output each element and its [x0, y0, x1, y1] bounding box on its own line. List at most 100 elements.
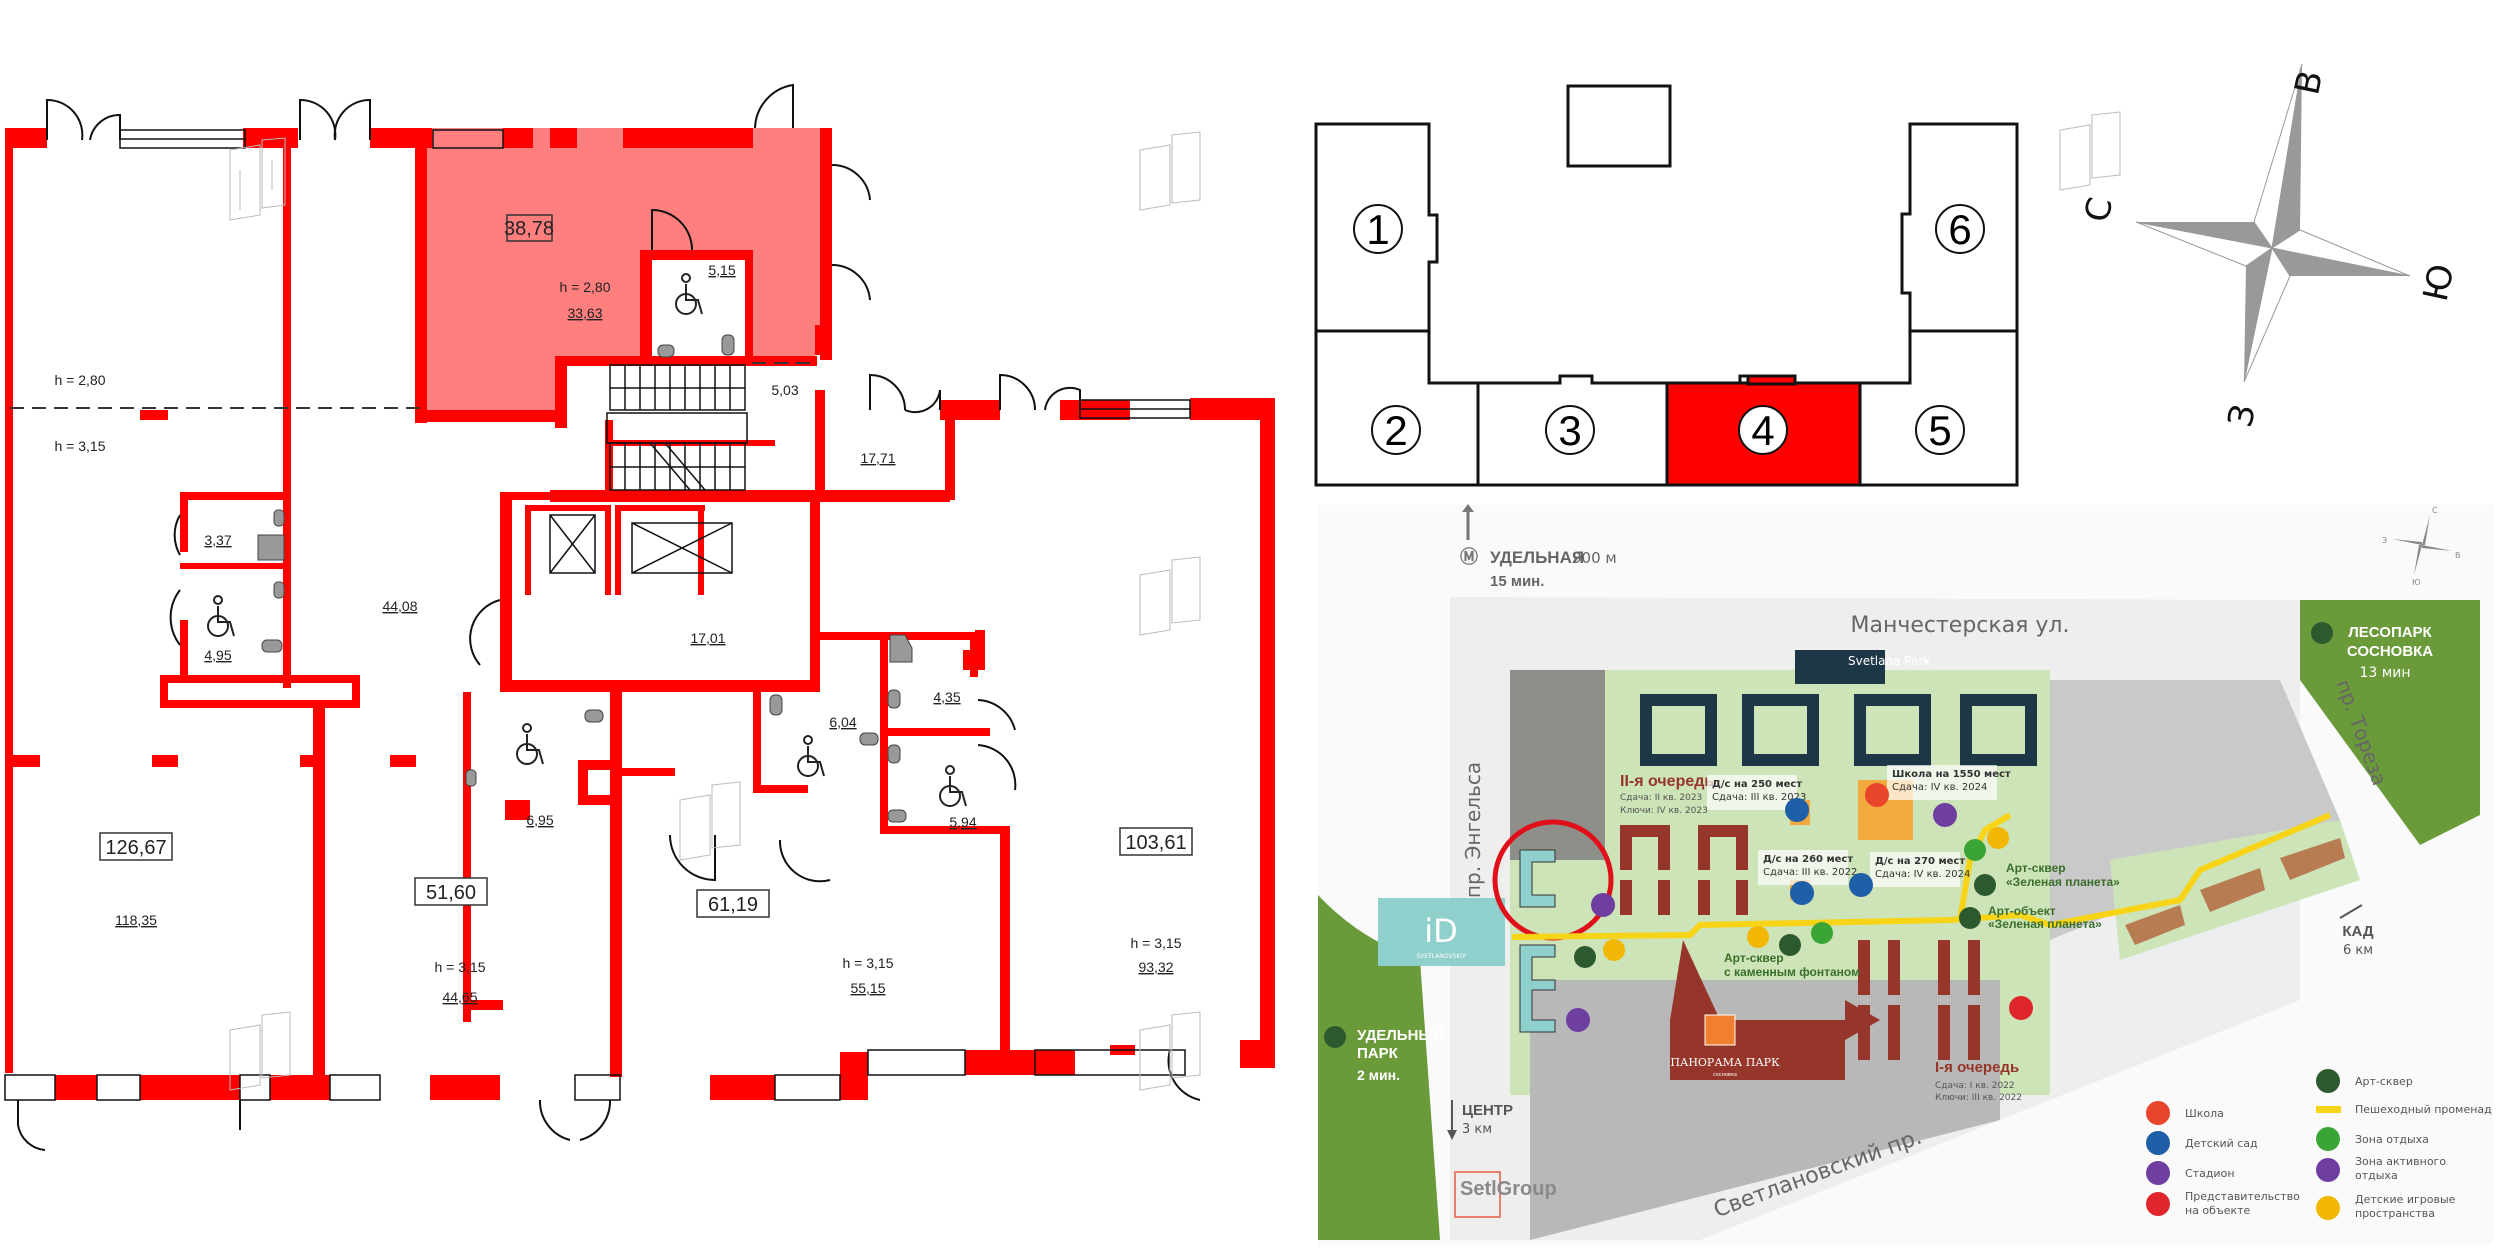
kindergarten-260-date: Сдача: III кв. 2022: [1763, 867, 1857, 878]
svg-text:Детский сад: Детский сад: [2185, 1137, 2258, 1150]
unit-height: h = 3,15: [843, 955, 894, 971]
svg-text:отдыха: отдыха: [2355, 1169, 2398, 1182]
watermark-logo-icon: [229, 111, 2121, 1091]
art-square-icon: [1959, 907, 1981, 929]
section-2[interactable]: 2: [1371, 405, 1421, 455]
promenade-line: [2316, 1106, 2341, 1113]
room-area: 4,95: [204, 647, 231, 663]
windows: [4, 129, 1191, 1101]
rest-zone-icon: [2316, 1127, 2340, 1151]
compass-rose-icon: [2135, 63, 2411, 383]
svg-text:Представительство: Представительство: [2185, 1190, 2300, 1203]
section-6[interactable]: 6: [1935, 204, 1985, 254]
svg-text:3: 3: [1558, 407, 1581, 454]
section-4[interactable]: 4: [1738, 405, 1788, 455]
svg-text:Пешеходный променад: Пешеходный променад: [2355, 1103, 2492, 1116]
kindergarten-icon: [1849, 873, 1873, 897]
room-area: 5,94: [949, 814, 976, 830]
art-square-green-l1: Арт-сквер: [2006, 861, 2066, 875]
svg-text:900 м: 900 м: [1572, 549, 1617, 567]
svg-text:1: 1: [1366, 206, 1389, 253]
svg-text:В: В: [2455, 551, 2461, 560]
svg-text:ПАРК: ПАРК: [1357, 1045, 1399, 1062]
wheelchair-icon: [675, 273, 703, 315]
svg-text:SVETLANOVSKIY: SVETLANOVSKIY: [1416, 953, 1466, 960]
office-icon: [2009, 996, 2033, 1020]
svg-text:II-я очередь: II-я очередь: [1620, 773, 1714, 790]
staircase: [606, 364, 748, 491]
art-square-fountain-l2: с каменным фонтаном: [1724, 965, 1860, 979]
mini-compass-icon: С В Ю З: [2382, 506, 2461, 587]
unit-main-area: 55,15: [850, 980, 885, 996]
street-north: Манчестерская ул.: [1851, 613, 2070, 638]
unit-total-area[interactable]: 51,60: [426, 882, 476, 904]
active-zone-icon: [1566, 1008, 1590, 1032]
wheelchair-icon: [516, 723, 544, 765]
metro-info[interactable]: Ⓜ УДЕЛЬНАЯ 900 м 15 мин.: [1460, 504, 1617, 590]
svg-text:3 км: 3 км: [1462, 1122, 1492, 1137]
unit-total-area[interactable]: 126,67: [105, 837, 166, 859]
svg-text:УДЕЛЬНЫЙ: УДЕЛЬНЫЙ: [1357, 1026, 1444, 1044]
kindergarten-270-title: Д/с на 270 мест: [1875, 856, 1965, 867]
art-object-green-l2: «Зеленая планета»: [1988, 917, 2102, 931]
svg-text:Svetlana Park: Svetlana Park: [1848, 654, 1930, 668]
svg-text:Детские игровые: Детские игровые: [2355, 1193, 2456, 1206]
selected-unit-total-area[interactable]: 38,78: [504, 218, 554, 240]
svg-text:Арт-сквер: Арт-сквер: [2355, 1075, 2413, 1088]
playground-icon: [1603, 939, 1625, 961]
unit-main-area: 93,32: [1138, 959, 1173, 975]
kindergarten-260-title: Д/с на 260 мест: [1763, 854, 1853, 865]
id-logo: iD: [1424, 912, 1458, 950]
elevator-icon: [549, 514, 733, 574]
center-direction: ЦЕНТР 3 км: [1447, 1100, 1513, 1140]
promenade-line: [1511, 812, 2332, 940]
unit-total-area[interactable]: 103,61: [1125, 832, 1186, 854]
svg-text:Ключи: III кв. 2022: Ключи: III кв. 2022: [1935, 1093, 2022, 1103]
stadium-icon: [1591, 893, 1615, 917]
wheelchair-icon: [939, 765, 967, 807]
forest-park-label: ЛЕСОПАРК СОСНОВКА 13 мин: [2311, 622, 2433, 681]
room-area: 3,37: [204, 532, 231, 548]
selected-unit-height: h = 2,80: [560, 279, 611, 295]
forest-park-area[interactable]: [2300, 600, 2480, 845]
school-icon: [2146, 1101, 2170, 1125]
office-icon: [2146, 1192, 2170, 1216]
unit-total-area[interactable]: 61,19: [708, 894, 758, 916]
playground-icon: [1987, 827, 2009, 849]
selected-unit-fill[interactable]: [420, 128, 832, 420]
svg-text:6: 6: [1948, 206, 1971, 253]
udelny-park-label: УДЕЛЬНЫЙ ПАРК 2 мин.: [1324, 1026, 1444, 1083]
room-area: 44,08: [382, 598, 417, 614]
svg-text:ЦЕНТР: ЦЕНТР: [1462, 1102, 1513, 1119]
unit-height: h = 3,15: [1131, 935, 1182, 951]
id-brand-block[interactable]: [1378, 898, 1505, 966]
art-square-fountain-l1: Арт-сквер: [1724, 951, 1784, 965]
svg-text:на объекте: на объекте: [2185, 1204, 2251, 1217]
section-5[interactable]: 5: [1915, 405, 1965, 455]
svg-text:6 км: 6 км: [2343, 943, 2373, 958]
room-area: 17,01: [690, 630, 725, 646]
doors: [17, 83, 1201, 1151]
metro-icon: Ⓜ: [1460, 546, 1478, 567]
svg-text:СОСНОВКА: СОСНОВКА: [2347, 643, 2433, 660]
playground-icon: [2316, 1196, 2340, 1220]
school-date: Сдача: IV кв. 2024: [1892, 782, 1987, 793]
svg-text:5: 5: [1928, 407, 1951, 454]
school-title: Школа на 1550 мест: [1892, 769, 2011, 780]
udelny-park-area[interactable]: [1318, 895, 1440, 1240]
area-boxes: [99, 214, 1193, 918]
selected-unit-wc-area: 5,15: [708, 262, 735, 278]
svg-text:КАД: КАД: [2342, 923, 2374, 940]
height-label: h = 3,15: [55, 438, 106, 454]
kindergarten-icon: [1785, 798, 1809, 822]
art-object-green-l1: Арт-объект: [1988, 904, 2056, 918]
room-area: 6,04: [829, 714, 856, 730]
svg-text:Школа: Школа: [2185, 1107, 2224, 1120]
section-3[interactable]: 3: [1545, 405, 1595, 455]
section-1[interactable]: 1: [1353, 204, 1403, 254]
svetlana-park-brand[interactable]: [1795, 650, 1885, 684]
map-legend: Школа Детский сад Стадион Представительс…: [2146, 1069, 2492, 1220]
compass-north-label: С: [2077, 194, 2121, 226]
site-map: iD SVETLANOVSKIY ПАНОРАМА ПАРК сосновка …: [1318, 504, 2493, 1245]
svg-text:ЛЕСОПАРК: ЛЕСОПАРК: [2348, 624, 2432, 641]
